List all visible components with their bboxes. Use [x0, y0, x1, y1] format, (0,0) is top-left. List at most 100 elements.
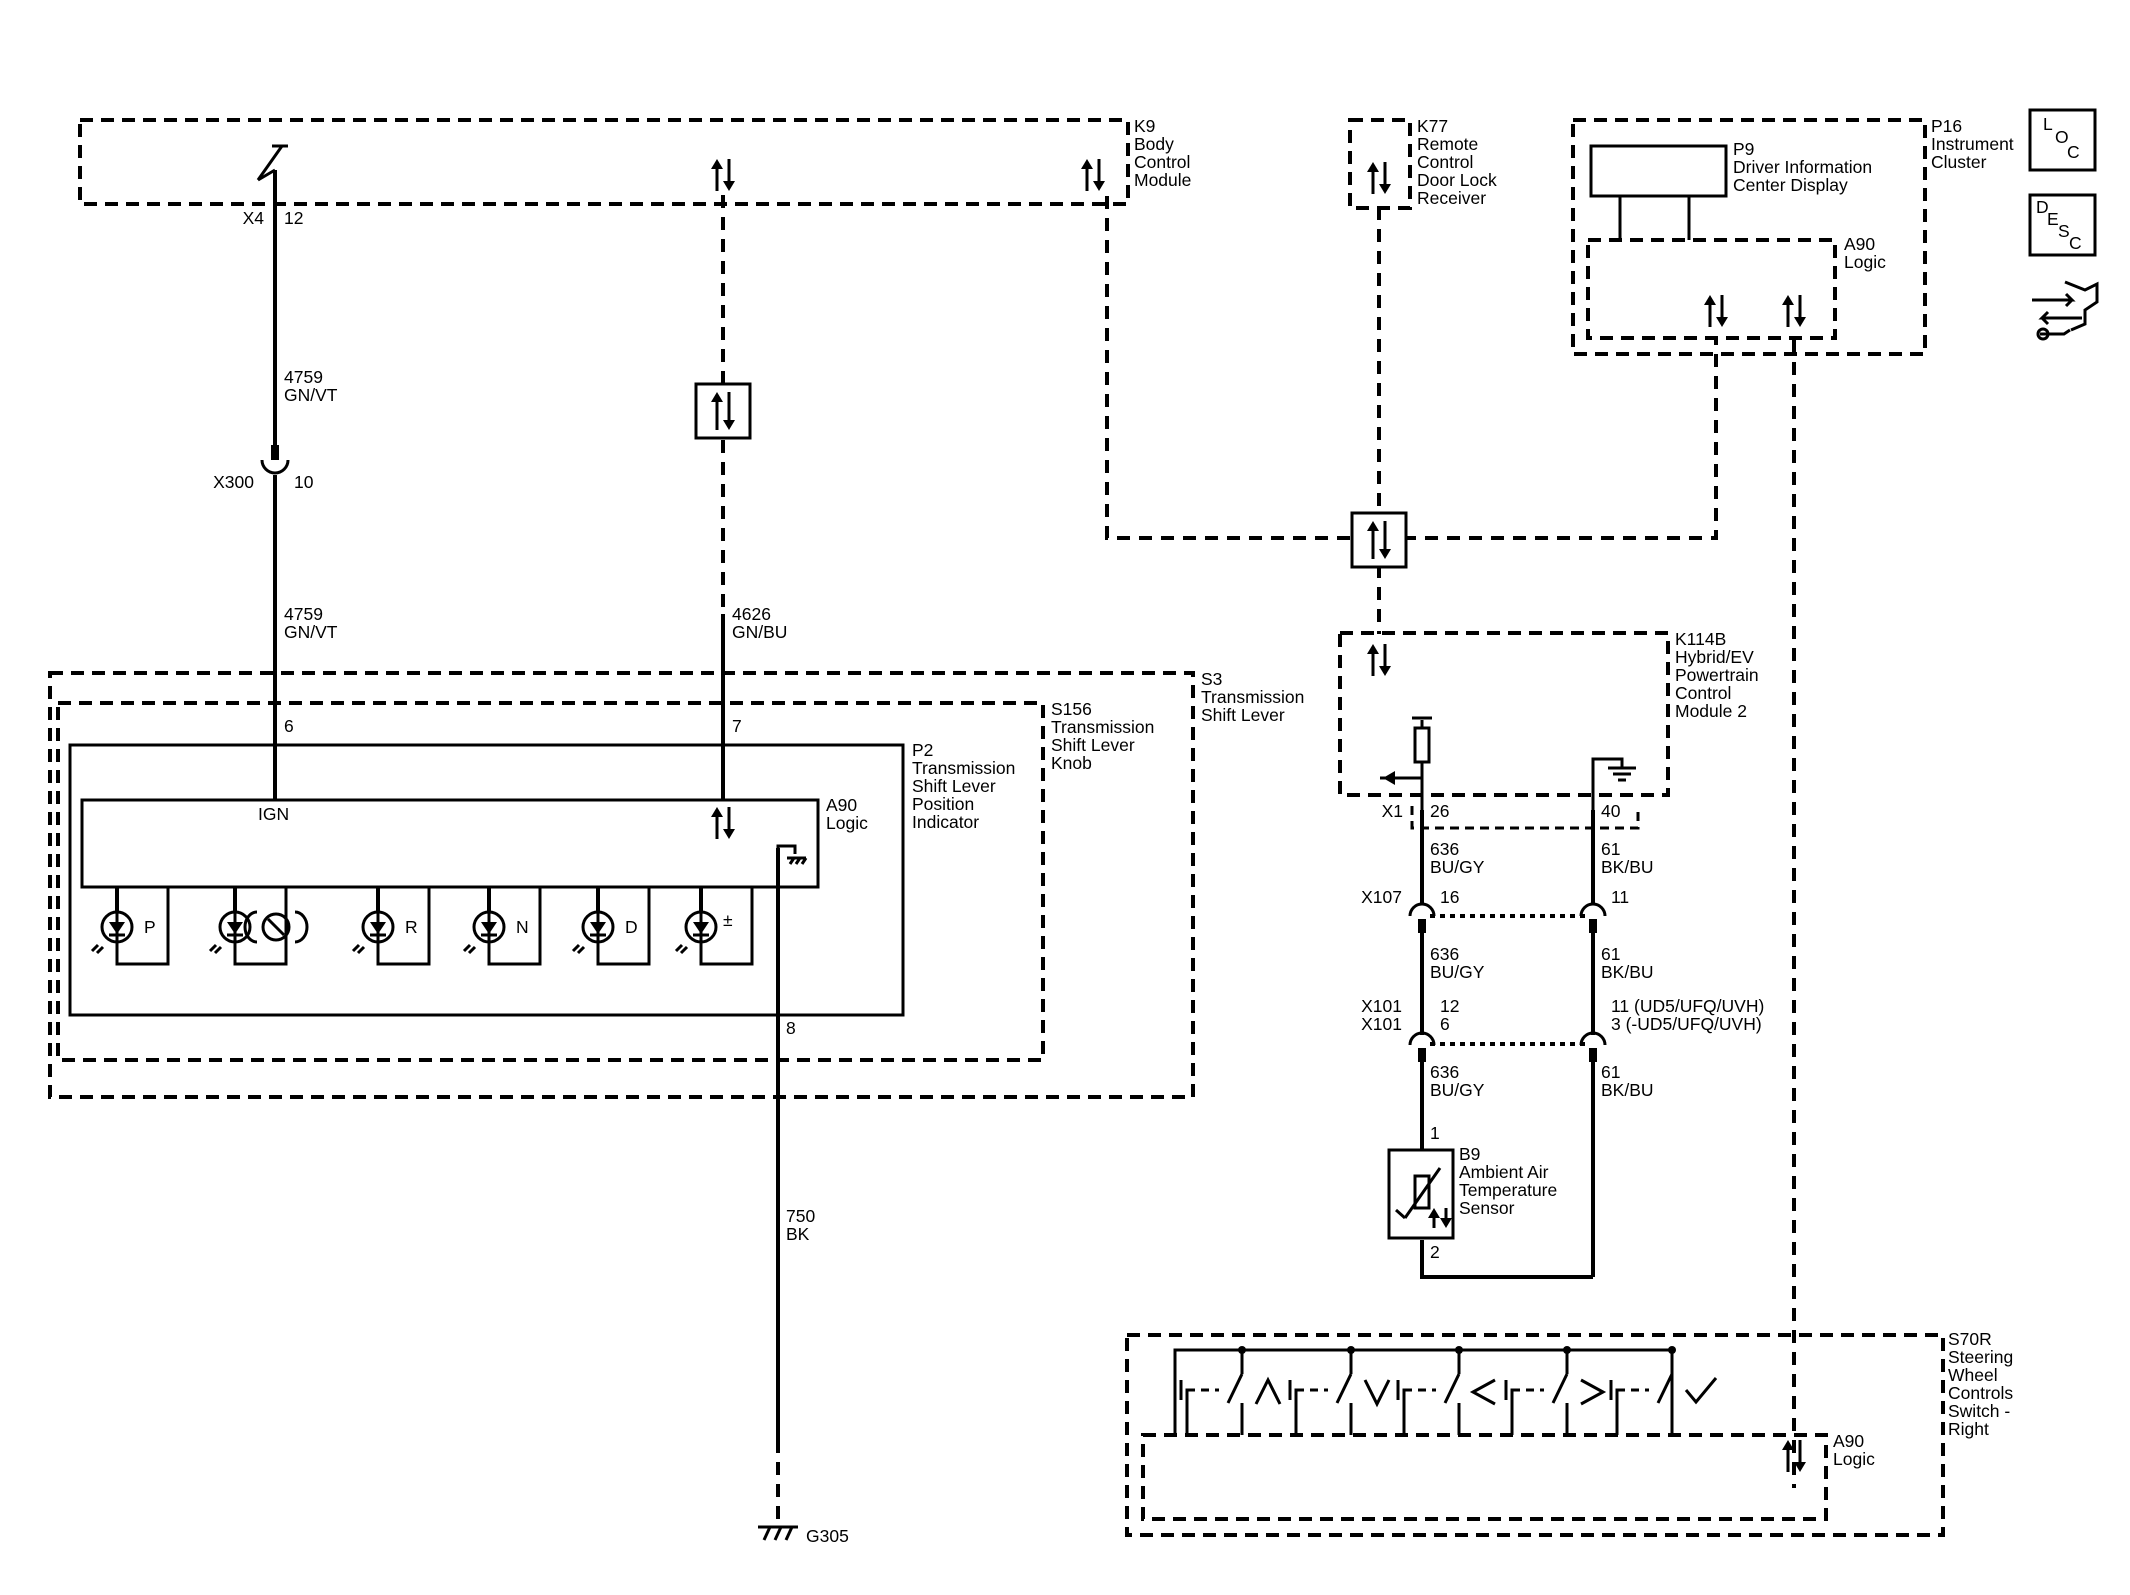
- b9-label: Ambient Air: [1459, 1162, 1549, 1182]
- p16-instrument-cluster-box: [1571, 118, 1927, 356]
- svg-text:S: S: [2058, 221, 2070, 241]
- wire-636-label: 636: [1430, 839, 1459, 859]
- x4-switch-icon: [256, 144, 288, 182]
- pin-label: 26: [1430, 801, 1449, 821]
- serial-data-arrow-icon: [1367, 162, 1391, 194]
- wire-4759-label: 4759: [284, 367, 323, 387]
- b9-label: Temperature: [1459, 1180, 1557, 1200]
- k114b-ground-icon: [1608, 766, 1636, 782]
- x300-connector-label: X300: [213, 472, 254, 492]
- svg-text:D: D: [2036, 197, 2049, 217]
- k77-label: Receiver: [1417, 188, 1486, 208]
- pin-label: 8: [786, 1018, 796, 1038]
- k114b-label: Hybrid/EV: [1675, 647, 1754, 667]
- p9-display-box: [1589, 144, 1728, 198]
- a90-logic-label: Logic: [1844, 252, 1886, 272]
- wire-61-label: BK/BU: [1601, 1080, 1654, 1100]
- location-view-button[interactable]: L O C: [2028, 108, 2097, 172]
- pin-label: 3 (-UD5/UFQ/UVH): [1611, 1014, 1762, 1034]
- x101-connector-label: X101: [1361, 1014, 1402, 1034]
- s70r-label: Wheel: [1948, 1365, 1998, 1385]
- pin-label: 12: [1440, 996, 1459, 1016]
- wire-61-label: BK/BU: [1601, 962, 1654, 982]
- k114b-label: Powertrain: [1675, 665, 1759, 685]
- wire-4626-label: 4626: [732, 604, 771, 624]
- transmission-shift-lever-label: Shift Lever: [1201, 705, 1285, 725]
- svg-text:C: C: [2067, 142, 2080, 162]
- serial-data-arrow-icon: [1782, 1440, 1806, 1472]
- lamp-plus-minus-icon: ±: [674, 887, 754, 966]
- b9-signal-arrow-icon: [1428, 1208, 1452, 1228]
- serial-data-arrow-icon: [1081, 159, 1105, 191]
- x4-connector-label: X4: [243, 208, 265, 228]
- k77-label: Door Lock: [1417, 170, 1497, 190]
- k77-label: Control: [1417, 152, 1473, 172]
- serial-data-arrow-icon: [711, 807, 735, 839]
- a90-logic-label: A90: [1833, 1431, 1864, 1451]
- indicator-letter: R: [405, 917, 418, 937]
- transmission-shift-lever-label: S3: [1201, 669, 1222, 689]
- ground-g305-icon: [758, 1525, 798, 1541]
- connector-views-icon[interactable]: [2032, 280, 2099, 341]
- wire-636-label: 636: [1430, 944, 1459, 964]
- a90-logic-label: A90: [826, 795, 857, 815]
- pin-label: 12: [284, 208, 303, 228]
- wire-61-label: BK/BU: [1601, 857, 1654, 877]
- p16-label: P16: [1931, 116, 1962, 136]
- indicator-letter: D: [625, 917, 638, 937]
- a90-logic-label: A90: [1844, 234, 1875, 254]
- pin-label: 6: [284, 716, 294, 736]
- steering-switch-up-icon: [1179, 1346, 1282, 1435]
- p2-label: Transmission: [912, 758, 1015, 778]
- lamp-r-icon: R: [351, 887, 431, 966]
- s70r-label: Steering: [1948, 1347, 2013, 1367]
- x107-connector-icon: [1408, 902, 1607, 933]
- s70r-a90-logic-box: [1141, 1433, 1828, 1521]
- transmission-shift-lever-knob-label: Shift Lever: [1051, 735, 1135, 755]
- pin-label: 7: [732, 716, 742, 736]
- x101-connector-label: X101: [1361, 996, 1402, 1016]
- serial-data-arrow-icon: [711, 159, 735, 191]
- wire-750-label: 750: [786, 1206, 815, 1226]
- description-view-button[interactable]: D E S C: [2028, 193, 2097, 257]
- wire-61-label: 61: [1601, 944, 1620, 964]
- steering-switch-check-icon: [1609, 1346, 1718, 1435]
- x101-connector-icon: [1408, 1031, 1607, 1062]
- k77-remote-control-door-lock-receiver-box: [1348, 118, 1412, 210]
- wire-4759-label: GN/VT: [284, 622, 338, 642]
- lamp-park-brake-icon: [208, 887, 309, 966]
- p9-label: Center Display: [1733, 175, 1848, 195]
- wire-636-label: BU/GY: [1430, 1080, 1485, 1100]
- p2-label: Position: [912, 794, 974, 814]
- serial-data-arrow-icon: [1704, 295, 1728, 327]
- b9-label: Sensor: [1459, 1198, 1515, 1218]
- p2-a90-logic-box: [80, 798, 820, 889]
- wire-4759-label: GN/VT: [284, 385, 338, 405]
- indicator-letter: ±: [723, 910, 733, 930]
- pin-label: 40: [1601, 801, 1621, 821]
- k114b-label: Module 2: [1675, 701, 1747, 721]
- wire-636-label: 636: [1430, 1062, 1459, 1082]
- a90-logic-label: Logic: [826, 813, 868, 833]
- pin-label: 6: [1440, 1014, 1450, 1034]
- k9-body-control-module-box: [78, 118, 1130, 206]
- x300-connector-icon: [260, 445, 290, 475]
- wire-61-label: 61: [1601, 839, 1620, 859]
- k9-label: Body: [1134, 134, 1174, 154]
- p2-label: Indicator: [912, 812, 979, 832]
- p9-label: P9: [1733, 139, 1754, 159]
- svg-text:C: C: [2069, 233, 2082, 253]
- k9-label: Module: [1134, 170, 1191, 190]
- s3-transmission-shift-lever-box: [48, 671, 1195, 1099]
- k114b-input-arrow-icon: [1383, 771, 1395, 785]
- s70r-steering-wheel-controls-switch-box: [1125, 1333, 1945, 1537]
- wire-4759-label: 4759: [284, 604, 323, 624]
- s70r-label: Right: [1948, 1419, 1989, 1439]
- wire-4626-label: GN/BU: [732, 622, 787, 642]
- k114b-powertrain-control-module-box: [1338, 631, 1670, 797]
- switch-bus-icon: [1173, 1348, 1674, 1435]
- b9-label: B9: [1459, 1144, 1480, 1164]
- k114b-label: Control: [1675, 683, 1731, 703]
- steering-switch-right-icon: [1504, 1346, 1607, 1435]
- p16-a90-logic-box: [1586, 238, 1837, 340]
